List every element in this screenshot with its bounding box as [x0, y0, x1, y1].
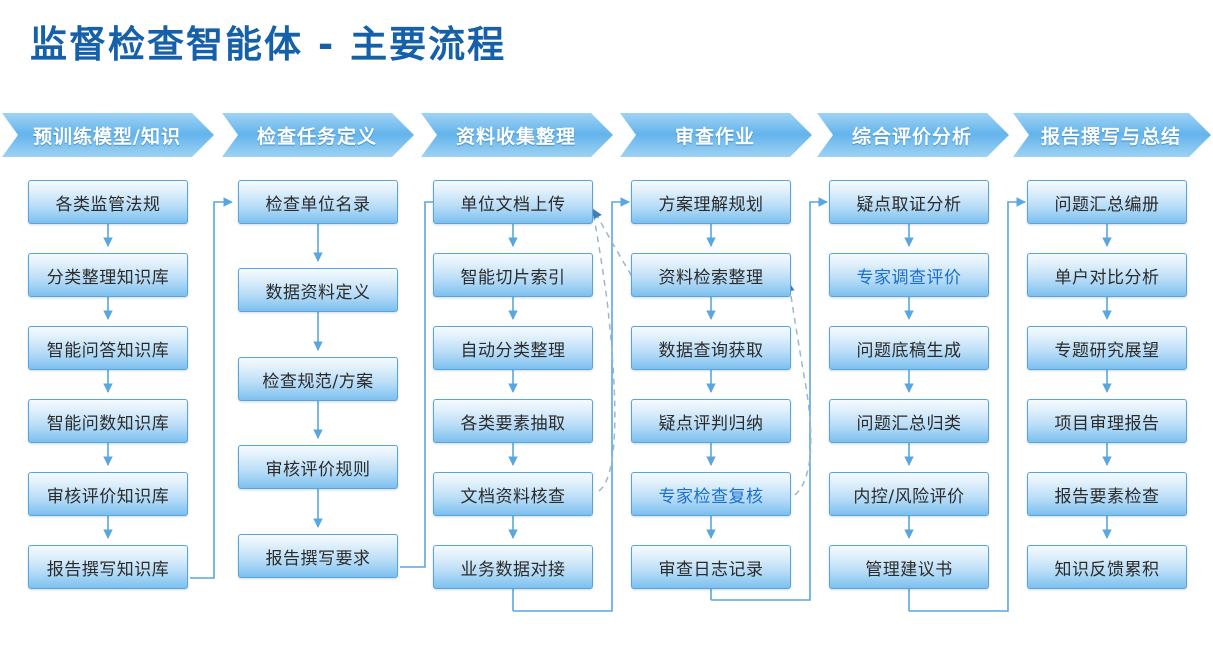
- node-col3-4[interactable]: 各类要素抽取: [433, 399, 593, 443]
- node-col1-1[interactable]: 各类监管法规: [28, 180, 188, 224]
- node-label: 检查单位名录: [265, 194, 371, 215]
- node-label: 疑点评判归纳: [658, 413, 764, 434]
- node-col4-5[interactable]: 专家检查复核: [631, 472, 791, 516]
- node-label: 管理建议书: [865, 559, 953, 580]
- node-col2-3[interactable]: 检查规范/方案: [238, 357, 398, 401]
- node-label: 审查日志记录: [658, 559, 764, 580]
- node-col3-2[interactable]: 智能切片索引: [433, 253, 593, 297]
- node-col6-2[interactable]: 单户对比分析: [1027, 253, 1187, 297]
- node-col4-6[interactable]: 审查日志记录: [631, 545, 791, 589]
- node-label: 检查规范/方案: [262, 371, 374, 392]
- node-col5-4[interactable]: 问题汇总归类: [829, 399, 989, 443]
- node-col5-5[interactable]: 内控/风险评价: [829, 472, 989, 516]
- node-col3-1[interactable]: 单位文档上传: [433, 180, 593, 224]
- node-label: 项目审理报告: [1054, 413, 1160, 434]
- node-label: 审核评价规则: [265, 459, 371, 480]
- node-col2-1[interactable]: 检查单位名录: [238, 180, 398, 224]
- node-label: 智能切片索引: [460, 267, 566, 288]
- intra-column-arrows: [103, 224, 1112, 539]
- stage-link-tails: [512, 589, 910, 611]
- node-label: 智能问数知识库: [46, 413, 170, 434]
- node-col1-5[interactable]: 审核评价知识库: [28, 472, 188, 516]
- feedback-doc-check-to-upload: [589, 207, 616, 492]
- node-col4-1[interactable]: 方案理解规划: [631, 180, 791, 224]
- node-col1-4[interactable]: 智能问数知识库: [28, 399, 188, 443]
- node-col6-1[interactable]: 问题汇总编册: [1027, 180, 1187, 224]
- node-col1-2[interactable]: 分类整理知识库: [28, 253, 188, 297]
- node-label: 专题研究展望: [1054, 340, 1160, 361]
- node-label: 知识反馈累积: [1054, 559, 1160, 580]
- node-label: 审核评价知识库: [46, 486, 170, 507]
- stage-link-1-2: [190, 197, 233, 579]
- node-col2-5[interactable]: 报告撰写要求: [238, 534, 398, 578]
- node-label: 数据资料定义: [265, 282, 371, 303]
- node-label: 疑点取证分析: [856, 194, 962, 215]
- feedback-retrieval-to-upload: [593, 209, 638, 286]
- node-col4-2[interactable]: 资料检索整理: [631, 253, 791, 297]
- node-label: 报告要素检查: [1054, 486, 1160, 507]
- node-label: 报告撰写要求: [265, 548, 371, 569]
- node-label: 内控/风险评价: [853, 486, 965, 507]
- node-label: 报告撰写知识库: [46, 559, 170, 580]
- node-label: 文档资料核查: [460, 486, 566, 507]
- stage-link-5-6: [909, 197, 1026, 612]
- node-label: 各类要素抽取: [460, 413, 566, 434]
- node-label: 问题汇总编册: [1054, 194, 1160, 215]
- node-label: 单位文档上传: [460, 194, 566, 215]
- node-col2-2[interactable]: 数据资料定义: [238, 268, 398, 312]
- node-col6-4[interactable]: 项目审理报告: [1027, 399, 1187, 443]
- node-col2-4[interactable]: 审核评价规则: [238, 445, 398, 489]
- node-col3-5[interactable]: 文档资料核查: [433, 472, 593, 516]
- node-label: 资料检索整理: [658, 267, 764, 288]
- node-col6-5[interactable]: 报告要素检查: [1027, 472, 1187, 516]
- node-col1-3[interactable]: 智能问答知识库: [28, 326, 188, 370]
- node-label: 方案理解规划: [658, 194, 764, 215]
- node-label: 数据查询获取: [658, 340, 764, 361]
- node-col4-3[interactable]: 数据查询获取: [631, 326, 791, 370]
- node-label: 业务数据对接: [460, 559, 566, 580]
- node-col3-6[interactable]: 业务数据对接: [433, 545, 593, 589]
- stage-link-4-5: [711, 197, 828, 601]
- node-label: 智能问答知识库: [46, 340, 170, 361]
- node-label: 自动分类整理: [460, 340, 566, 361]
- page-title: 监督检查智能体 - 主要流程: [30, 23, 507, 66]
- stage-link-3-4: [513, 197, 630, 612]
- node-col4-4[interactable]: 疑点评判归纳: [631, 399, 791, 443]
- feedback-arrows: [589, 207, 812, 496]
- node-label: 单户对比分析: [1054, 267, 1160, 288]
- feedback-expert-review-to-retrieval: [785, 282, 812, 496]
- node-col5-1[interactable]: 疑点取证分析: [829, 180, 989, 224]
- node-col5-2[interactable]: 专家调查评价: [829, 253, 989, 297]
- node-col6-6[interactable]: 知识反馈累积: [1027, 545, 1187, 589]
- node-label: 专家调查评价: [856, 267, 962, 288]
- node-label: 专家检查复核: [658, 486, 764, 507]
- node-col1-6[interactable]: 报告撰写知识库: [28, 545, 188, 589]
- node-label: 各类监管法规: [55, 194, 161, 215]
- node-col5-3[interactable]: 问题底稿生成: [829, 326, 989, 370]
- node-col5-6[interactable]: 管理建议书: [829, 545, 989, 589]
- node-label: 问题底稿生成: [856, 340, 962, 361]
- node-label: 问题汇总归类: [856, 413, 962, 434]
- node-label: 分类整理知识库: [46, 267, 170, 288]
- node-col3-3[interactable]: 自动分类整理: [433, 326, 593, 370]
- node-col6-3[interactable]: 专题研究展望: [1027, 326, 1187, 370]
